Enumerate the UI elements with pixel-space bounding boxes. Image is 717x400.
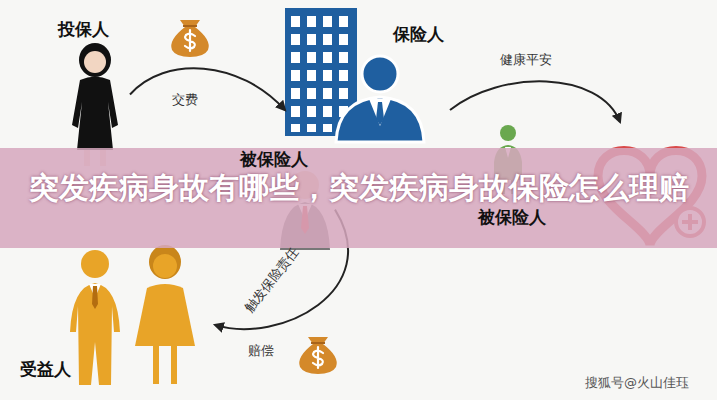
watermark: 搜狐号@火山佳珏: [585, 374, 689, 392]
node-label: 被保险人: [478, 208, 546, 227]
money-bag: [299, 337, 337, 374]
flow-arrow: [130, 68, 285, 110]
figure-node: 投保人: [30, 15, 130, 165]
edge-label: 触发保险责任: [242, 244, 302, 315]
title: 突发疾病身故有哪些，突发疾病身故保险怎么理赔: [18, 170, 700, 206]
payout-label: 赔偿: [248, 342, 274, 360]
money-bag: [171, 20, 209, 57]
node-label: 被保险人: [240, 150, 308, 169]
node-label: 受益人: [20, 360, 71, 379]
figure-node: 受益人: [15, 235, 215, 390]
figure-node: 保险人: [285, 5, 450, 145]
node-label: 投保人: [58, 20, 109, 39]
edge-label: 交费: [172, 92, 198, 108]
insurer-person: [336, 56, 424, 142]
flow-arrow: [450, 81, 620, 122]
beneficiary-figures: [70, 245, 195, 385]
node-label: 保险人: [393, 25, 444, 44]
edge-label: 健康平安: [500, 52, 552, 68]
